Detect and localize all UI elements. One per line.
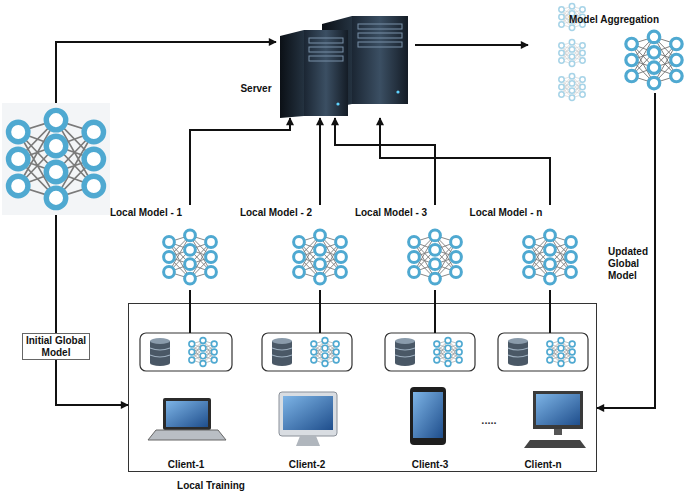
local-model-label: Local Model - 2 <box>235 207 317 219</box>
tablet-icon-part <box>413 392 443 438</box>
server-illustration-part <box>304 30 348 116</box>
client-data-boxes-part <box>311 338 339 367</box>
connector-arrow <box>319 290 321 333</box>
clients-frame: Local TrainingClient-1Client-2Client-3Cl… <box>128 303 597 472</box>
local-model-label: Local Model - n <box>465 207 547 219</box>
server-illustration-part <box>358 42 402 47</box>
client-data-boxes-part <box>508 338 528 366</box>
server-illustration-part <box>396 90 399 93</box>
connector-arrow <box>319 118 321 205</box>
local-model-networks-part <box>294 230 347 284</box>
client-data-boxes-part <box>272 338 292 366</box>
aggregation-label: Model Aggregation <box>558 14 670 26</box>
connector-arrow <box>415 44 528 46</box>
desktop-icon-part <box>533 391 583 429</box>
local-model: Local Model - n <box>465 205 585 290</box>
client-data-boxes-part <box>395 338 415 366</box>
monitor-icon-part <box>296 436 320 446</box>
server-label: Server <box>235 83 277 95</box>
client-node: Client-n <box>498 333 588 469</box>
local-model-networks-part <box>524 230 577 284</box>
desktop-icon-part <box>536 394 580 425</box>
monitor-icon-part <box>283 396 333 430</box>
distribution-wire <box>56 42 276 103</box>
distribution-wire <box>55 215 57 333</box>
local-model-networks-part <box>409 230 462 284</box>
aggregation-networks-part <box>626 31 682 89</box>
frame-label: Local Training <box>161 480 261 492</box>
server-illustration <box>280 16 408 118</box>
initial-global-network <box>2 103 110 215</box>
connector-arrow <box>434 290 436 333</box>
client-node: Client-3 <box>385 333 475 469</box>
label-box-text: Initial Global Model <box>23 335 89 358</box>
client-label: Client-1 <box>140 459 232 471</box>
client-data-boxes-part <box>140 333 232 371</box>
connector-arrow <box>335 118 435 205</box>
server-illustration-part <box>309 38 343 43</box>
connector-arrow <box>380 118 550 205</box>
server-illustration-part <box>280 30 304 118</box>
server-illustration-part <box>358 24 402 29</box>
tablet-icon <box>410 387 446 445</box>
aggregation-networks <box>559 4 682 101</box>
laptop-icon-part <box>166 401 208 427</box>
laptop-icon-part <box>163 398 211 430</box>
label-box: Initial Global Model <box>22 333 90 360</box>
client-data-boxes-part <box>547 338 575 367</box>
local-model-networks <box>164 230 577 284</box>
monitor-icon <box>279 392 337 446</box>
connector-arrow <box>189 290 191 333</box>
edge-label: Updated Global Model <box>608 246 656 282</box>
server-illustration-part <box>352 16 408 104</box>
client-data-boxes-part <box>262 333 352 371</box>
local-model-label: Local Model - 3 <box>350 207 432 219</box>
server-illustration-part <box>309 56 343 61</box>
connector-arrow <box>549 290 551 333</box>
desktop-icon-part <box>554 429 562 435</box>
monitor-icon-part <box>279 392 337 436</box>
local-model: Local Model - 2 <box>235 205 355 290</box>
laptop-icon <box>148 398 226 440</box>
client-data-boxes-part <box>498 333 588 371</box>
server-node: Server <box>235 12 415 118</box>
client-label: Client-n <box>498 459 588 471</box>
connector-arrow <box>56 360 128 405</box>
local-model: Local Model - 1 <box>105 205 225 290</box>
desktop-icon-part <box>524 440 586 448</box>
initial-global-network-part <box>2 103 110 215</box>
server-illustration-part <box>336 102 339 105</box>
tablet-icon-part <box>410 387 446 445</box>
client-node: Client-1 <box>140 333 232 469</box>
client-data-boxes <box>140 333 588 371</box>
desktop-icon <box>524 391 586 448</box>
server-illustration-part <box>358 33 402 38</box>
local-model: Local Model - 3 <box>350 205 470 290</box>
local-model-networks-part <box>164 230 217 284</box>
initial-global-network-part <box>8 110 103 207</box>
client-data-boxes-part <box>385 333 475 371</box>
client-label: Client-3 <box>385 459 475 471</box>
connector-arrow <box>190 118 290 205</box>
client-node: Client-2 <box>262 333 352 469</box>
client-data-boxes-part <box>150 338 170 366</box>
aggregation-networks-part <box>559 74 585 101</box>
server-illustration-part <box>309 47 343 52</box>
aggregation-networks-part <box>559 40 585 67</box>
ellipsis-label: ..... <box>476 414 502 427</box>
client-data-boxes-part <box>434 338 462 367</box>
local-model-label: Local Model - 1 <box>105 207 187 219</box>
aggregation-node: Model Aggregation <box>528 5 685 93</box>
laptop-icon-part <box>148 430 226 440</box>
connector-arrow <box>597 93 655 408</box>
client-data-boxes-part <box>189 338 217 367</box>
client-label: Client-2 <box>262 459 352 471</box>
